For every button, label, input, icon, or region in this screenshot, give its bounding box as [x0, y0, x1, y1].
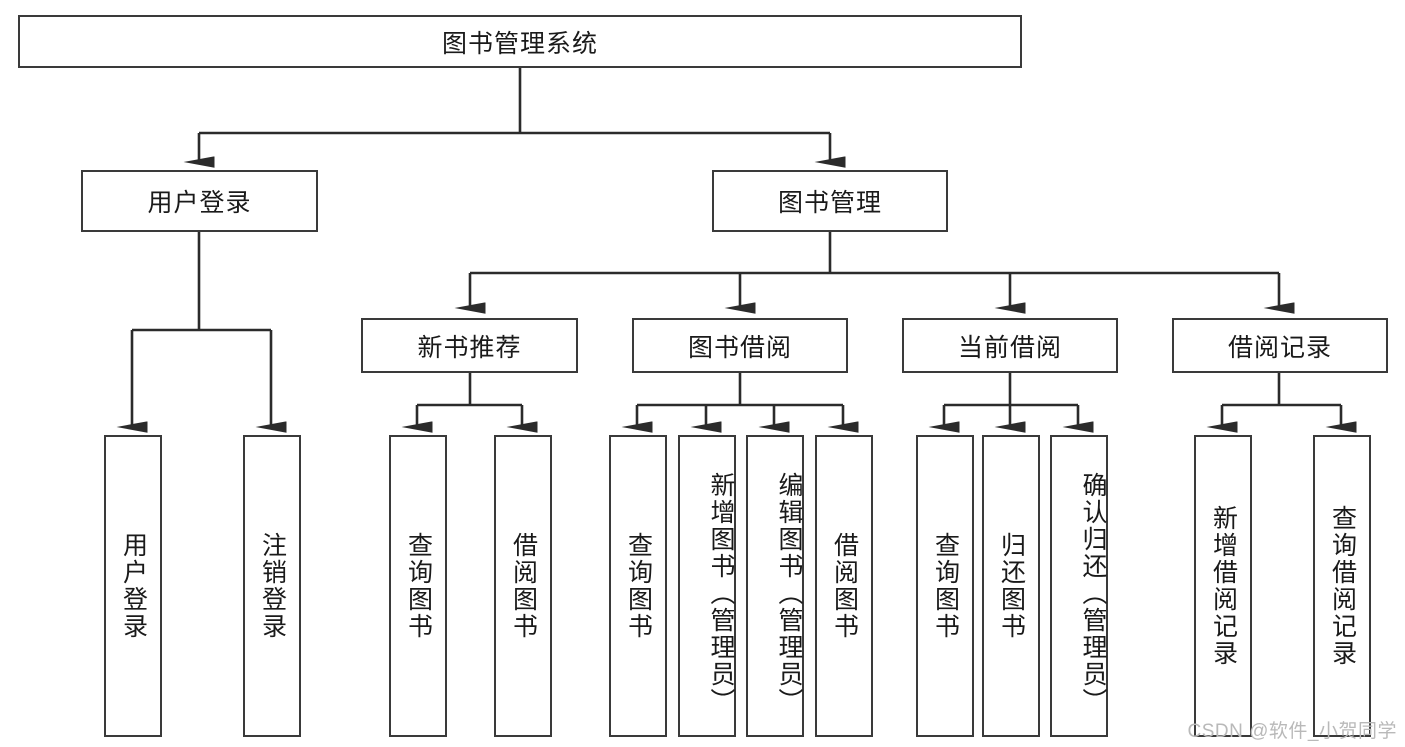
node-label: 编辑图书（管理员） [775, 471, 803, 715]
node-label: 新增借阅记录 [1209, 505, 1238, 667]
leaf-record-add-record[interactable]: 新增借阅记录 [1194, 435, 1252, 737]
node-label: 查询图书 [624, 532, 653, 640]
csdn-watermark: CSDN @软件_小贺同学 [1187, 721, 1397, 742]
node-label: 新书推荐 [417, 333, 522, 362]
node-new-book-recommend[interactable]: 新书推荐 [361, 318, 578, 373]
leaf-recommend-query-book[interactable]: 查询图书 [389, 435, 447, 737]
leaf-user-login-do[interactable]: 用户登录 [104, 435, 162, 737]
node-borrow-record[interactable]: 借阅记录 [1172, 318, 1388, 373]
node-label: 注销登录 [258, 532, 287, 640]
leaf-current-return-book[interactable]: 归还图书 [982, 435, 1040, 737]
node-label: 查询图书 [931, 532, 960, 640]
node-label: 用户登录 [147, 189, 252, 217]
node-current-borrow[interactable]: 当前借阅 [902, 318, 1118, 373]
node-root-system[interactable]: 图书管理系统 [18, 15, 1022, 68]
leaf-borrow-add-book-admin[interactable]: 新增图书（管理员） [678, 435, 736, 737]
leaf-user-logout[interactable]: 注销登录 [243, 435, 301, 737]
leaf-current-query-book[interactable]: 查询图书 [916, 435, 974, 737]
node-label: 借阅图书 [830, 532, 859, 640]
leaf-borrow-borrow-book[interactable]: 借阅图书 [815, 435, 873, 737]
node-label: 图书借阅 [687, 333, 792, 362]
node-book-borrow[interactable]: 图书借阅 [632, 318, 848, 373]
node-label: 用户登录 [119, 532, 148, 640]
node-book-management[interactable]: 图书管理 [712, 170, 948, 232]
node-label: 借阅记录 [1227, 333, 1332, 362]
leaf-current-confirm-return-admin[interactable]: 确认归还（管理员） [1050, 435, 1108, 737]
node-label: 确认归还（管理员） [1079, 471, 1107, 715]
node-label: 借阅图书 [509, 532, 538, 640]
node-label: 查询借阅记录 [1328, 505, 1357, 667]
leaf-borrow-edit-book-admin[interactable]: 编辑图书（管理员） [746, 435, 804, 737]
leaf-recommend-borrow-book[interactable]: 借阅图书 [494, 435, 552, 737]
leaf-record-query-record[interactable]: 查询借阅记录 [1313, 435, 1371, 737]
node-label: 图书管理 [777, 189, 882, 217]
node-label: 图书管理系统 [441, 29, 598, 58]
node-label: 归还图书 [997, 532, 1026, 640]
node-user-login[interactable]: 用户登录 [81, 170, 318, 232]
node-label: 新增图书（管理员） [707, 471, 735, 715]
leaf-borrow-query-book[interactable]: 查询图书 [609, 435, 667, 737]
node-label: 当前借阅 [957, 333, 1062, 362]
node-label: 查询图书 [404, 532, 433, 640]
